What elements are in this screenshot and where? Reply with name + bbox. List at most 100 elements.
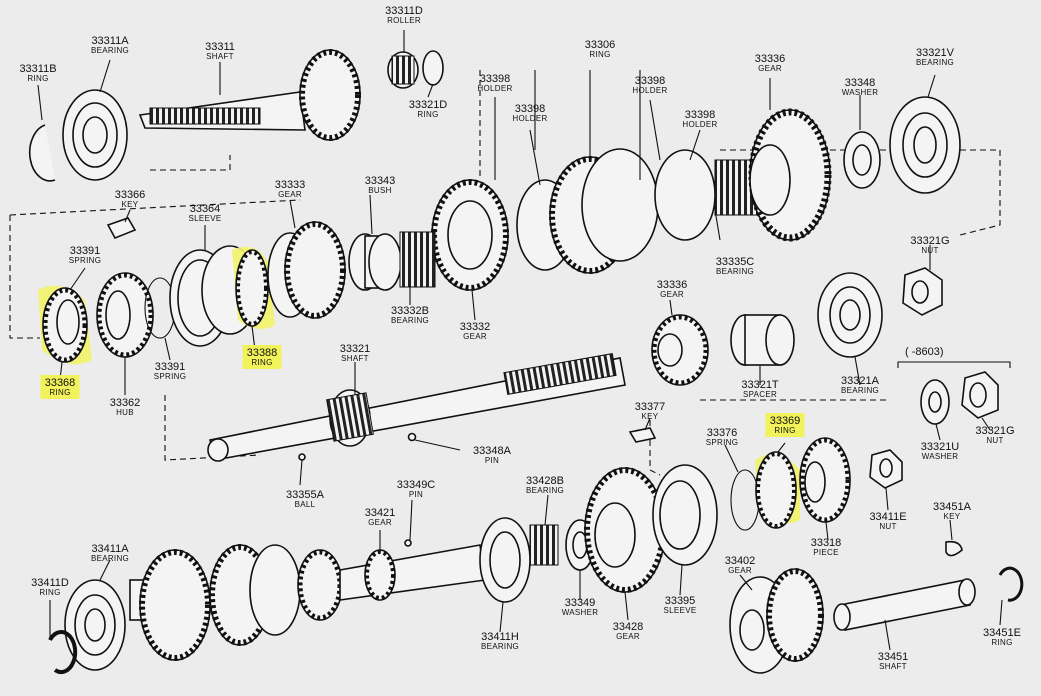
- synchro-ring-33388: [232, 246, 275, 329]
- part-name: SHAFT: [879, 662, 907, 671]
- part-name: RING: [27, 74, 48, 83]
- washer-33321u: [920, 379, 950, 425]
- label-highlight: [242, 345, 282, 369]
- part-number: 33376: [707, 427, 738, 439]
- part-number: 33428B: [526, 475, 564, 487]
- part-number: 33348: [845, 77, 876, 89]
- part-number: 33451: [878, 651, 909, 663]
- part-number: 33311B: [19, 63, 56, 75]
- part-number: 33391: [155, 361, 186, 373]
- part-name: HOLDER: [632, 86, 667, 95]
- part-number: 33321V: [916, 47, 955, 59]
- part-name: BEARING: [391, 316, 429, 325]
- part-name: HUB: [116, 408, 134, 417]
- bearing-33411h: [479, 517, 531, 603]
- bearing-33411a: [64, 579, 126, 671]
- synchro-ring-33369: [755, 451, 800, 529]
- part-number: 33398: [685, 109, 716, 121]
- part-number: 33411E: [869, 511, 906, 523]
- part-number: 33348A: [473, 445, 512, 457]
- part-name: RING: [774, 426, 795, 435]
- part-name: KEY: [642, 412, 659, 421]
- part-number: 33451A: [933, 501, 972, 513]
- gear-33336-mid: [651, 314, 709, 386]
- nut-33411e: [869, 449, 903, 489]
- bush-33343: [348, 233, 402, 291]
- part-name: NUT: [986, 436, 1003, 445]
- key-33451a: [945, 540, 963, 557]
- bearing-33311a: [62, 89, 128, 181]
- range-bracket: [897, 361, 1011, 368]
- bearing-33428b: [529, 524, 559, 566]
- gear-33333: [267, 221, 346, 319]
- part-number: 33311A: [91, 35, 129, 47]
- bearing-33321a: [817, 272, 883, 358]
- bearing-33321v: [889, 96, 961, 194]
- part-number: 33333: [275, 179, 306, 191]
- part-name: GEAR: [728, 566, 752, 575]
- part-name: GEAR: [463, 332, 487, 341]
- gear-33336-top: [714, 108, 832, 242]
- gear-33402: [729, 568, 824, 674]
- part-number: 33428: [613, 621, 644, 633]
- part-name: SHAFT: [341, 354, 369, 363]
- part-number: 33321U: [921, 441, 960, 453]
- part-name: SHAFT: [206, 52, 234, 61]
- part-number: 33368: [45, 377, 76, 389]
- snap-ring-33311b: [28, 124, 56, 182]
- snap-ring-33411d: [48, 630, 78, 674]
- nut-33321g-top: [902, 267, 943, 316]
- part-name: BEARING: [716, 267, 754, 276]
- part-name: GEAR: [660, 290, 684, 299]
- part-name: GEAR: [278, 190, 302, 199]
- part-number: 33311: [205, 41, 235, 53]
- part-name: GEAR: [616, 632, 640, 641]
- part-name: PIN: [485, 456, 499, 465]
- part-name: HOLDER: [512, 114, 547, 123]
- part-number: 33364: [190, 203, 221, 215]
- part-name: SPRING: [154, 372, 186, 381]
- part-number: 33362: [110, 397, 141, 409]
- part-number: 33321G: [975, 425, 1014, 437]
- part-name: RING: [39, 588, 60, 597]
- part-number: 33336: [755, 53, 786, 65]
- part-name: WASHER: [562, 608, 599, 617]
- part-name: KEY: [944, 512, 961, 521]
- part-number: 33306: [585, 39, 616, 51]
- part-number: 33369: [770, 415, 801, 427]
- part-name: RING: [991, 638, 1012, 647]
- snap-ring-33451e: [998, 566, 1024, 602]
- part-name: ROLLER: [387, 16, 421, 25]
- part-name: WASHER: [922, 452, 959, 461]
